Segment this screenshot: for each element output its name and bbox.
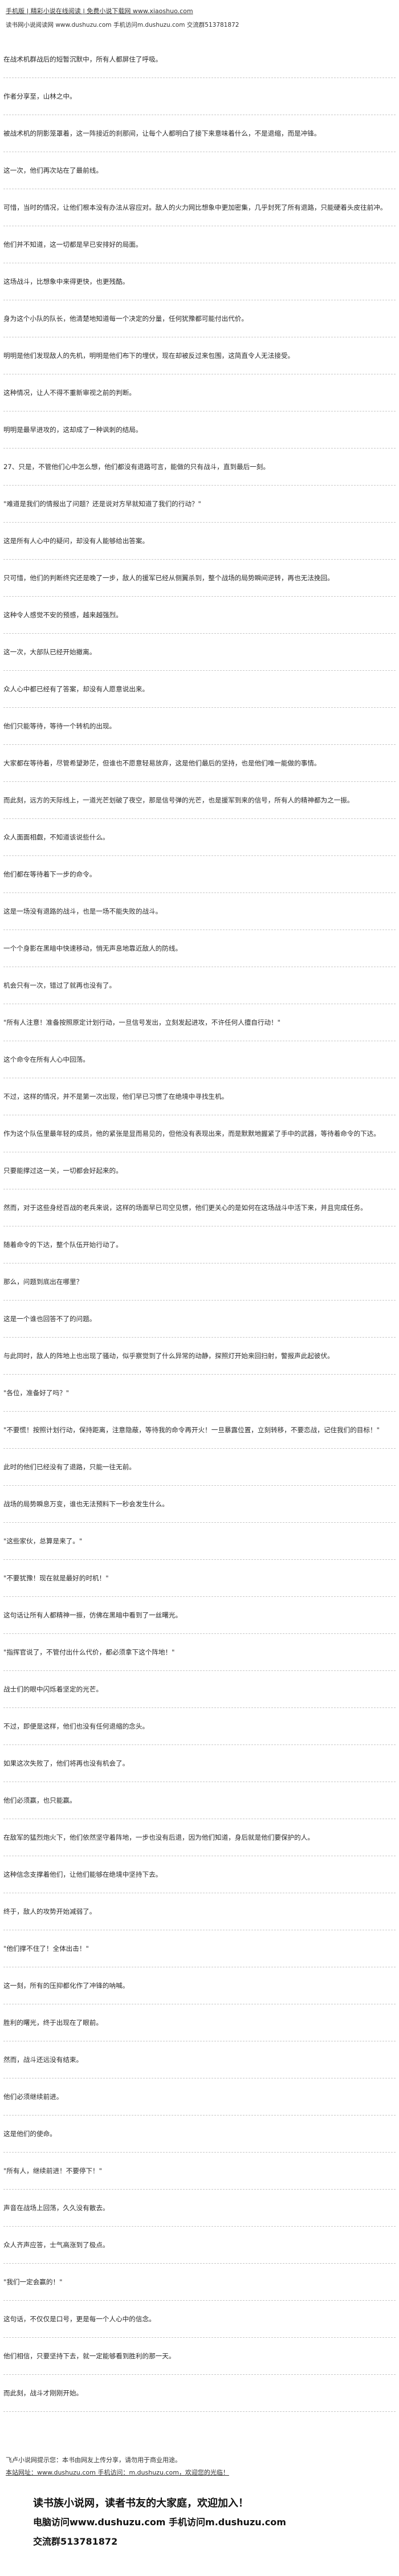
paragraph: 机会只有一次，错过了就再也没有了。 xyxy=(3,967,396,1004)
paragraph: 明明是最早进攻的，这却成了一种讽刺的结局。 xyxy=(3,411,396,449)
paragraph: 这是所有人心中的疑问，却没有人能够给出答案。 xyxy=(3,523,396,560)
paragraph: 只可惜，他们的判断终究还是晚了一步，敌人的援军已经从侧翼杀到，整个战场的局势瞬间… xyxy=(3,560,396,597)
paragraph: 不过，这样的情况，并不是第一次出现，他们早已习惯了在绝境中寻找生机。 xyxy=(3,1078,396,1115)
paragraph: 他们必须赢，也只能赢。 xyxy=(3,1782,396,1819)
paragraph: 战场的局势瞬息万变，谁也无法预料下一秒会发生什么。 xyxy=(3,1486,396,1523)
paragraph: 这一次，他们再次站在了最前线。 xyxy=(3,152,396,189)
paragraph: 27、只是，不管他们心中怎么想，他们都没有退路可言，能做的只有战斗，直到最后一刻… xyxy=(3,449,396,486)
paragraph: 这是一个谁也回答不了的问题。 xyxy=(3,1301,396,1338)
paragraph: 而此刻，战斗才刚刚开始。 xyxy=(3,2375,396,2412)
paragraph: 终于，敌人的攻势开始减弱了。 xyxy=(3,1893,396,1930)
footer-promo: 读书族小说网，读者书友的大家庭，欢迎加入！ 电脑访问www.dushuzu.co… xyxy=(0,2485,399,2576)
paragraph: 随着命令的下达，整个队伍开始行动了。 xyxy=(3,1226,396,1263)
paragraph: 胜利的曙光，终于出现在了眼前。 xyxy=(3,2004,396,2041)
paragraph: 他们只能等待，等待一个转机的出现。 xyxy=(3,708,396,745)
paragraph: "难道是我们的情报出了问题？还是说对方早就知道了我们的行动？" xyxy=(3,486,396,523)
paragraph: 此时的他们已经没有了退路，只能一往无前。 xyxy=(3,1449,396,1486)
paragraph: 这句话，不仅仅是口号，更是每一个人心中的信念。 xyxy=(3,2301,396,2338)
paragraph: "我们一定会赢的！" xyxy=(3,2264,396,2301)
paragraph: "各位，准备好了吗？" xyxy=(3,1375,396,1412)
paragraph: "不要犹豫！现在就是最好的时机！" xyxy=(3,1560,396,1597)
paragraph: "这些家伙，总算是来了。" xyxy=(3,1523,396,1560)
paragraph: 只要能撑过这一关，一切都会好起来的。 xyxy=(3,1152,396,1189)
share-notice: 飞卢小说网提示您：本书由网友上传分享，请勿用于商业用途。 xyxy=(6,2456,181,2464)
chapter-content: 在战术机群战后的短暂沉默中，所有人都屏住了呼吸。作者分享至，山林之中。被战术机的… xyxy=(3,41,396,2412)
paragraph: 与此同时，敌人的阵地上也出现了骚动，似乎察觉到了什么异常的动静，探照灯开始来回扫… xyxy=(3,1338,396,1375)
paragraph: 战士们的眼中闪烁着坚定的光芒。 xyxy=(3,1671,396,1708)
paragraph: 他们并不知道，这一切都是早已安排好的局面。 xyxy=(3,226,396,263)
paragraph: 他们相信，只要坚持下去，就一定能够看到胜利的那一天。 xyxy=(3,2338,396,2375)
paragraph: "所有人，继续前进！不要停下！" xyxy=(3,2153,396,2190)
paragraph: 这句话让所有人都精神一振，仿佛在黑暗中看到了一丝曙光。 xyxy=(3,1597,396,1634)
paragraph: 然而，对于这些身经百战的老兵来说，这样的场面早已司空见惯，他们更关心的是如何在这… xyxy=(3,1189,396,1226)
paragraph: "所有人注意！准备按照原定计划行动，一旦信号发出，立刻发起进攻，不许任何人擅自行… xyxy=(3,1004,396,1041)
paragraph: 作为这个队伍里最年轻的成员，他的紧张是显而易见的，但他没有表现出来，而是默默地握… xyxy=(3,1115,396,1152)
paragraph: 在敌军的猛烈炮火下，他们依然坚守着阵地，一步也没有后退，因为他们知道，身后就是他… xyxy=(3,1819,396,1856)
paragraph: 声音在战场上回荡，久久没有散去。 xyxy=(3,2190,396,2227)
paragraph: "指挥官说了，不管付出什么代价，都必须拿下这个阵地！" xyxy=(3,1634,396,1671)
paragraph: 这个命令在所有人心中回荡。 xyxy=(3,1041,396,1078)
paragraph: 大家都在等待着，尽管希望渺茫，但谁也不愿意轻易放弃，这是他们最后的坚持，也是他们… xyxy=(3,745,396,782)
paragraph: 众人心中都已经有了答案，却没有人愿意说出来。 xyxy=(3,671,396,708)
paragraph: 他们必须继续前进。 xyxy=(3,2078,396,2116)
site-link[interactable]: 手机版 | 精彩小说在线阅读 | 免费小说下载网 www.xiaoshuo.co… xyxy=(6,7,193,15)
paragraph: 这是他们的使命。 xyxy=(3,2116,396,2153)
paragraph: 被战术机的阴影笼罩着，这一阵接近的刹那间，让每个人都明白了接下来意味着什么，不是… xyxy=(3,115,396,152)
paragraph: 身为这个小队的队长，他清楚地知道每一个决定的分量，任何犹豫都可能付出代价。 xyxy=(3,300,396,337)
paragraph: "他们撑不住了！全体出击！" xyxy=(3,1930,396,1967)
paragraph: 如果这次失败了，他们将再也没有机会了。 xyxy=(3,1745,396,1782)
paragraph: 在战术机群战后的短暂沉默中，所有人都屏住了呼吸。 xyxy=(3,41,396,78)
site-address-link[interactable]: 本站网址：www.dushuzu.com 手机访问：m.dushuzu.com，… xyxy=(6,2469,229,2476)
paragraph: 一个个身影在黑暗中快速移动，悄无声息地靠近敌人的防线。 xyxy=(3,930,396,967)
promo-access: 电脑访问www.dushuzu.com 手机访问m.dushuzu.com xyxy=(33,2517,286,2528)
promo-title: 读书族小说网，读者书友的大家庭，欢迎加入！ xyxy=(33,2497,249,2509)
paragraph: 这种情况，让人不得不重新审视之前的判断。 xyxy=(3,374,396,411)
paragraph: 众人齐声应答，士气高涨到了极点。 xyxy=(3,2227,396,2264)
paragraph: 那么，问题到底出在哪里？ xyxy=(3,1263,396,1301)
paragraph: "不要慌！按照计划行动，保持距离，注意隐蔽，等待我的命令再开火！一旦暴露位置，立… xyxy=(3,1412,396,1449)
paragraph: 不过，即便是这样，他们也没有任何退缩的念头。 xyxy=(3,1708,396,1745)
paragraph: 而此刻，远方的天际线上，一道光芒划破了夜空，那是信号弹的光芒，也是援军到来的信号… xyxy=(3,782,396,819)
notice-line: 读书网小说阅读网 www.dushuzu.com 手机访问m.dushuzu.c… xyxy=(6,22,239,28)
paragraph: 这种信念支撑着他们，让他们能够在绝境中坚持下去。 xyxy=(3,1856,396,1893)
paragraph: 这种令人感觉不安的预感，越来越强烈。 xyxy=(3,597,396,634)
paragraph: 这是一场没有退路的战斗，也是一场不能失败的战斗。 xyxy=(3,893,396,930)
paragraph: 他们都在等待着下一步的命令。 xyxy=(3,856,396,893)
paragraph: 作者分享至，山林之中。 xyxy=(3,78,396,115)
top-bar: 手机版 | 精彩小说在线阅读 | 免费小说下载网 www.xiaoshuo.co… xyxy=(0,0,399,19)
paragraph: 然而，战斗还远没有结束。 xyxy=(3,2041,396,2078)
promo-group: 交流群513781872 xyxy=(33,2536,118,2547)
notice-banner: 读书网小说阅读网 www.dushuzu.com 手机访问m.dushuzu.c… xyxy=(0,21,399,38)
paragraph: 这场战斗，比想象中来得更快，也更残酷。 xyxy=(3,263,396,300)
paragraph: 这一刻，所有的压抑都化作了冲锋的呐喊。 xyxy=(3,1967,396,2004)
paragraph: 众人面面相觑，不知道该说些什么。 xyxy=(3,819,396,856)
paragraph: 这一次，大部队已经开始撤离。 xyxy=(3,634,396,671)
paragraph: 可惜，当时的情况，让他们根本没有办法从容应对。敌人的火力网比想象中更加密集，几乎… xyxy=(3,189,396,226)
paragraph: 明明是他们发现敌人的先机，明明是他们布下的埋伏，现在却被反过来包围，这简直令人无… xyxy=(3,337,396,374)
